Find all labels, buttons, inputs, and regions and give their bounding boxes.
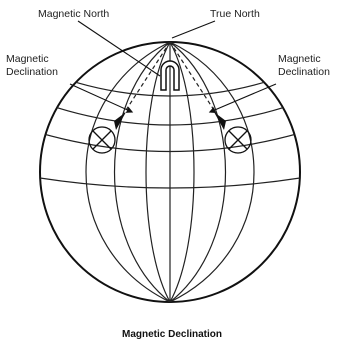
diagram-caption: Magnetic Declination — [122, 329, 222, 340]
meridian-left-3 — [86, 42, 170, 302]
label-declination-left-line2: Declination — [6, 66, 58, 78]
label-declination-left-line1: Magnetic — [6, 53, 49, 65]
label-declination-right-line2: Declination — [278, 66, 330, 78]
longitude-lines — [86, 42, 254, 302]
compass-icon-right — [225, 127, 251, 153]
leader-magnetic-north — [78, 21, 160, 76]
label-magnetic-north: Magnetic North — [38, 8, 109, 20]
leader-true-north — [172, 21, 215, 38]
label-true-north: True North — [210, 8, 260, 20]
label-declination-right-line1: Magnetic — [278, 53, 321, 65]
meridian-right-3 — [170, 42, 254, 302]
compass-icon-left — [89, 127, 115, 153]
